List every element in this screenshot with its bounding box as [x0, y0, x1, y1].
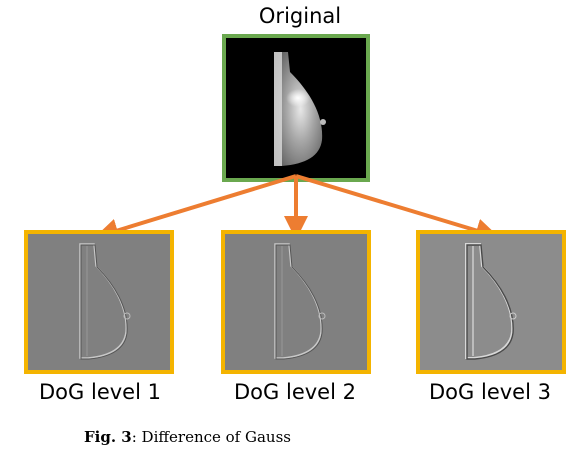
- arrow-to-dog3: [295, 174, 500, 243]
- dog-level-2-image: [221, 230, 371, 374]
- mammogram-image: [226, 38, 366, 178]
- arrow-to-dog1: [94, 174, 297, 242]
- dog-level-3-label: DoG level 3: [429, 380, 551, 404]
- dog-level-3-image: [416, 230, 566, 374]
- figure-caption: Fig. 3: Difference of Gauss: [84, 428, 291, 446]
- dog-level-2-label: DoG level 2: [234, 380, 356, 404]
- original-label: Original: [258, 4, 342, 28]
- original-mammogram-image: [222, 34, 370, 182]
- caption-figure-number: Fig. 3: [84, 428, 132, 446]
- caption-text: : Difference of Gauss: [131, 428, 291, 446]
- dog-level-1-image: [24, 230, 174, 374]
- dog-level-1-label: DoG level 1: [39, 380, 161, 404]
